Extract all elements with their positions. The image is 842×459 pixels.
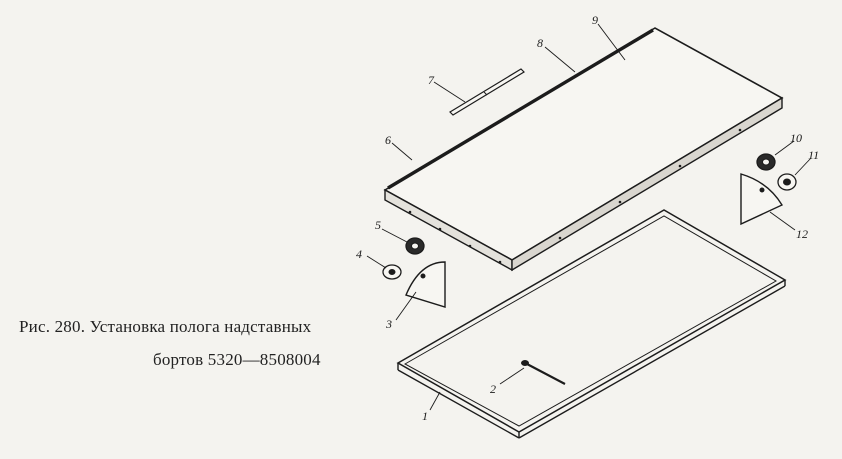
bracket-3: [405, 261, 446, 308]
callout-2: 2: [490, 382, 496, 396]
callout-9: 9: [592, 13, 598, 27]
bracket-12: [740, 173, 784, 226]
callout-8: 8: [537, 36, 543, 50]
bolt-2: [521, 360, 566, 385]
callout-4: 4: [356, 247, 362, 261]
callout-7: 7: [428, 73, 435, 87]
figure-caption-line-1: Рис. 280. Установка полога надставных: [19, 317, 312, 336]
rod-7: [449, 68, 525, 116]
panel-rivets: [408, 128, 742, 264]
lower-frame: [396, 209, 787, 439]
callout-3: 3: [385, 317, 392, 331]
top-panel: [383, 27, 784, 272]
callout-12: 12: [796, 227, 808, 241]
callout-6: 6: [385, 133, 391, 147]
callout-1: 1: [422, 409, 428, 423]
callout-11: 11: [808, 148, 819, 162]
washer-10: [756, 153, 776, 171]
leader-lines: [366, 23, 812, 411]
washer-5: [405, 237, 425, 255]
figure-caption-line-2: бортов 5320—8508004: [153, 350, 321, 369]
callout-labels: 1 2 3 4 5 6 7 8 9 10 11 12: [356, 13, 819, 423]
callout-10: 10: [790, 131, 802, 145]
washer-11: [777, 173, 797, 191]
washer-4: [382, 264, 402, 280]
callout-5: 5: [375, 218, 381, 232]
